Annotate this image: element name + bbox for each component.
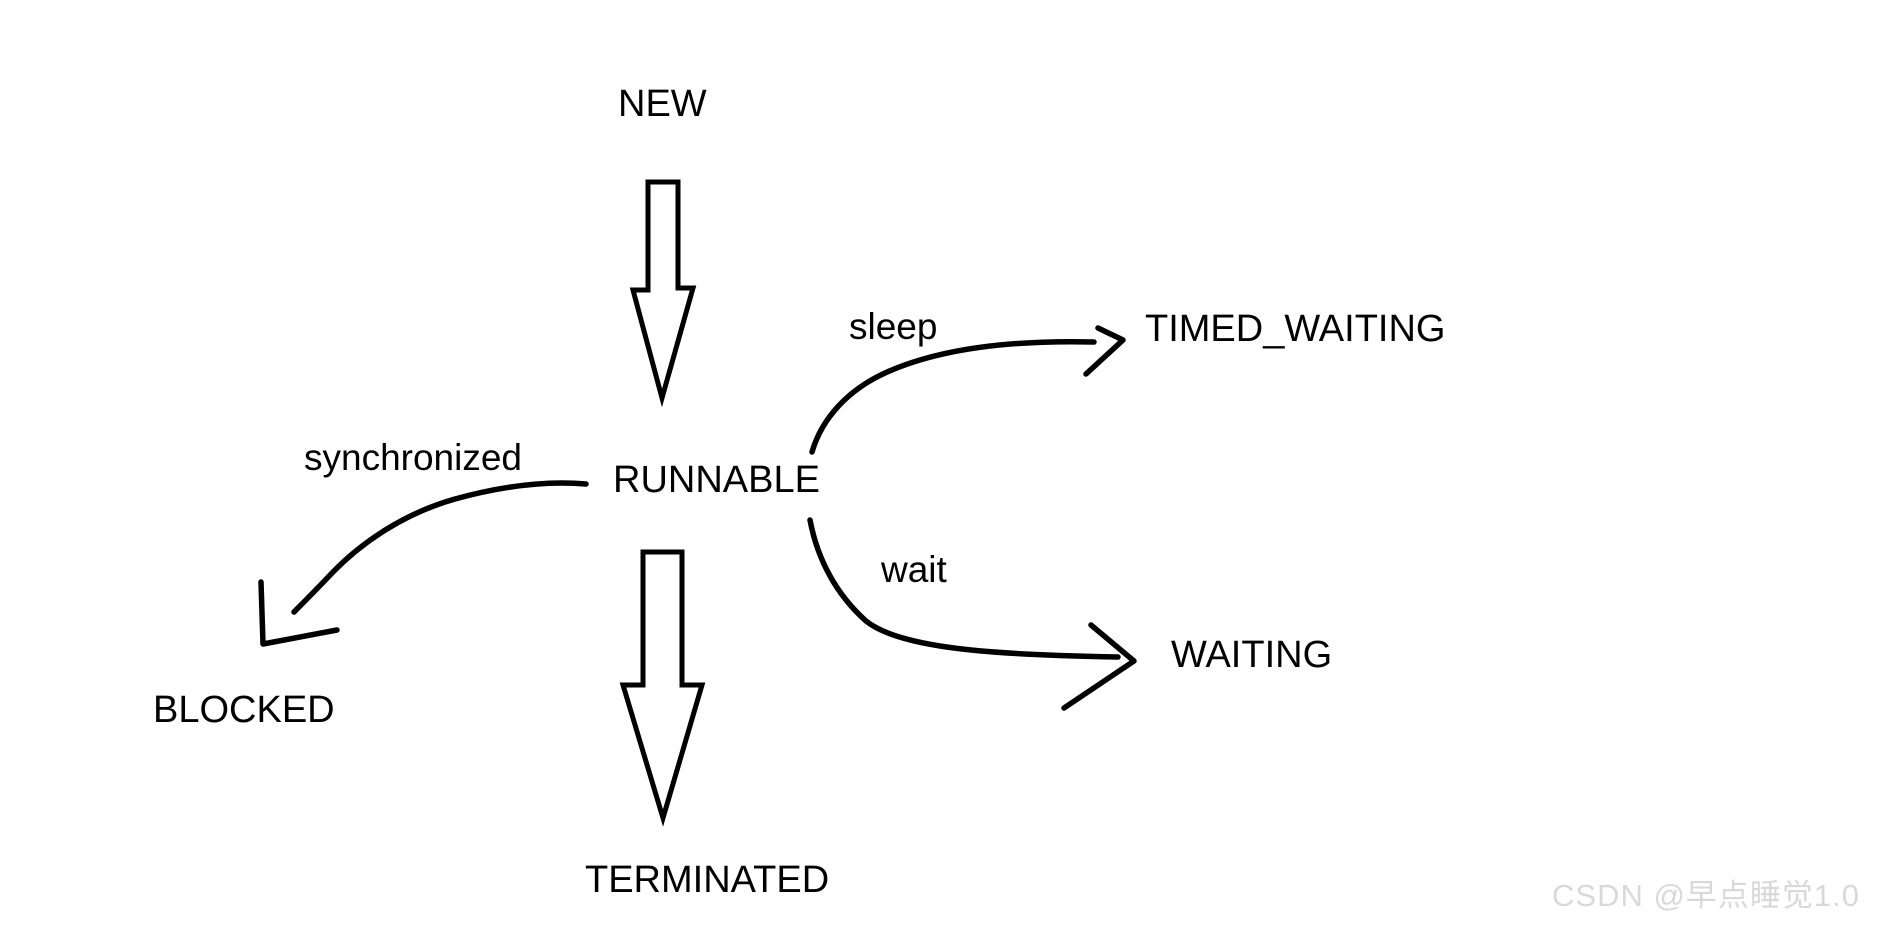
csdn-watermark: CSDN @早点睡觉1.0: [1552, 878, 1861, 913]
node-timed-waiting: TIMED_WAITING: [1145, 308, 1446, 350]
node-runnable: RUNNABLE: [613, 459, 820, 501]
node-terminated: TERMINATED: [585, 859, 830, 901]
node-blocked: BLOCKED: [153, 689, 335, 731]
sleep-arrow-icon: [809, 325, 1126, 455]
node-waiting: WAITING: [1171, 634, 1333, 676]
edge-label-wait: wait: [881, 549, 947, 590]
edge-label-synchronized: synchronized: [304, 437, 523, 478]
edge-label-sleep: sleep: [849, 306, 938, 347]
synchronized-arrow-icon: [258, 480, 589, 647]
block-arrow-new-to-runnable-icon: [629, 179, 697, 408]
node-new: NEW: [618, 83, 707, 125]
block-arrow-runnable-to-terminated-icon: [619, 549, 706, 827]
wait-arrow-icon: [807, 517, 1137, 711]
